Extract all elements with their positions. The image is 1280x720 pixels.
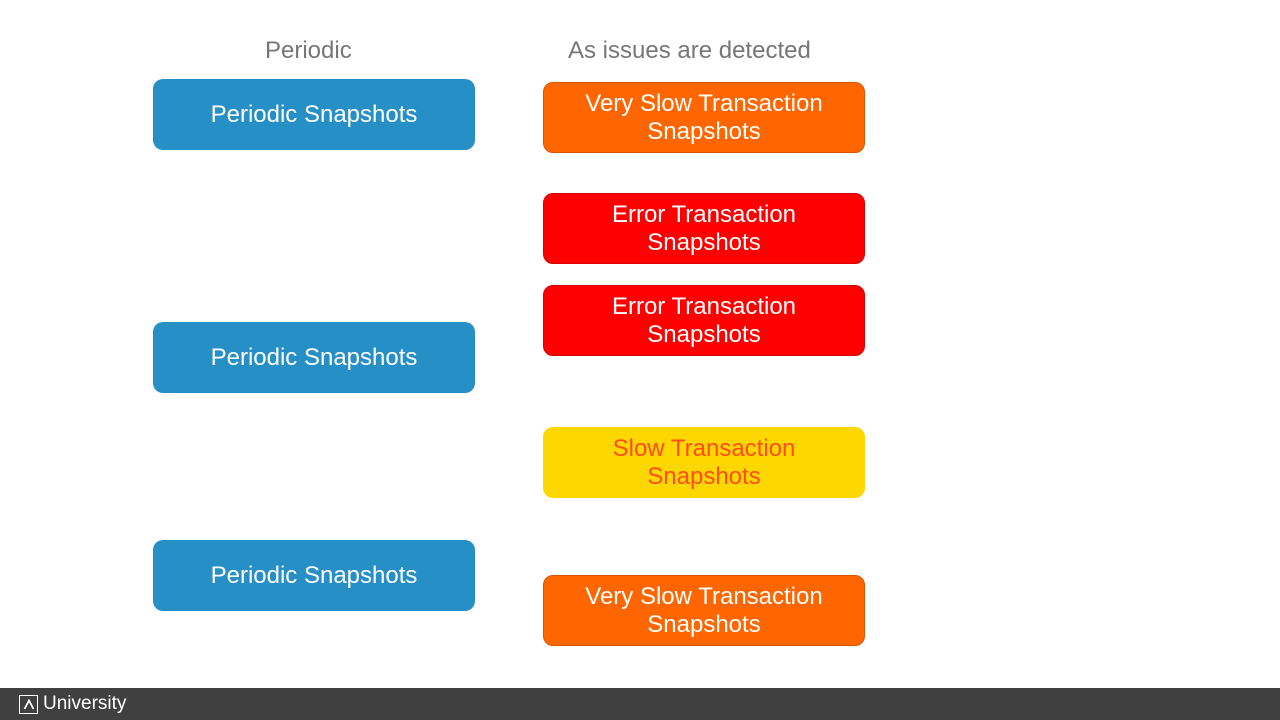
box-label-line2: Snapshots bbox=[647, 610, 761, 638]
box-label-line1: Very Slow Transaction bbox=[585, 582, 823, 610]
box-label-line2: Snapshots bbox=[647, 228, 761, 256]
box-label-line2: Snapshots bbox=[647, 117, 761, 145]
footer-bar: University bbox=[0, 688, 1280, 720]
brand-text: University bbox=[43, 693, 127, 714]
very-slow-transaction-snapshots-box: Very Slow Transaction Snapshots bbox=[543, 82, 865, 153]
brand: University bbox=[19, 693, 126, 715]
appdynamics-logo-icon bbox=[19, 694, 38, 714]
box-label-line1: Slow Transaction bbox=[612, 434, 796, 462]
box-label: Periodic Snapshots bbox=[210, 561, 418, 589]
periodic-snapshots-box: Periodic Snapshots bbox=[153, 79, 475, 150]
error-transaction-snapshots-box: Error Transaction Snapshots bbox=[543, 285, 865, 356]
periodic-snapshots-box: Periodic Snapshots bbox=[153, 322, 475, 393]
issues-column-heading: As issues are detected bbox=[568, 37, 811, 64]
box-label: Periodic Snapshots bbox=[210, 100, 418, 128]
box-label-line2: Snapshots bbox=[647, 462, 761, 490]
periodic-column-heading: Periodic bbox=[265, 37, 352, 64]
very-slow-transaction-snapshots-box: Very Slow Transaction Snapshots bbox=[543, 575, 865, 646]
periodic-snapshots-box: Periodic Snapshots bbox=[153, 540, 475, 611]
box-label-line1: Very Slow Transaction bbox=[585, 89, 823, 117]
box-label: Periodic Snapshots bbox=[210, 343, 418, 371]
box-label-line2: Snapshots bbox=[647, 320, 761, 348]
error-transaction-snapshots-box: Error Transaction Snapshots bbox=[543, 193, 865, 264]
box-label-line1: Error Transaction bbox=[611, 292, 797, 320]
slow-transaction-snapshots-box: Slow Transaction Snapshots bbox=[543, 427, 865, 498]
box-label-line1: Error Transaction bbox=[611, 200, 797, 228]
